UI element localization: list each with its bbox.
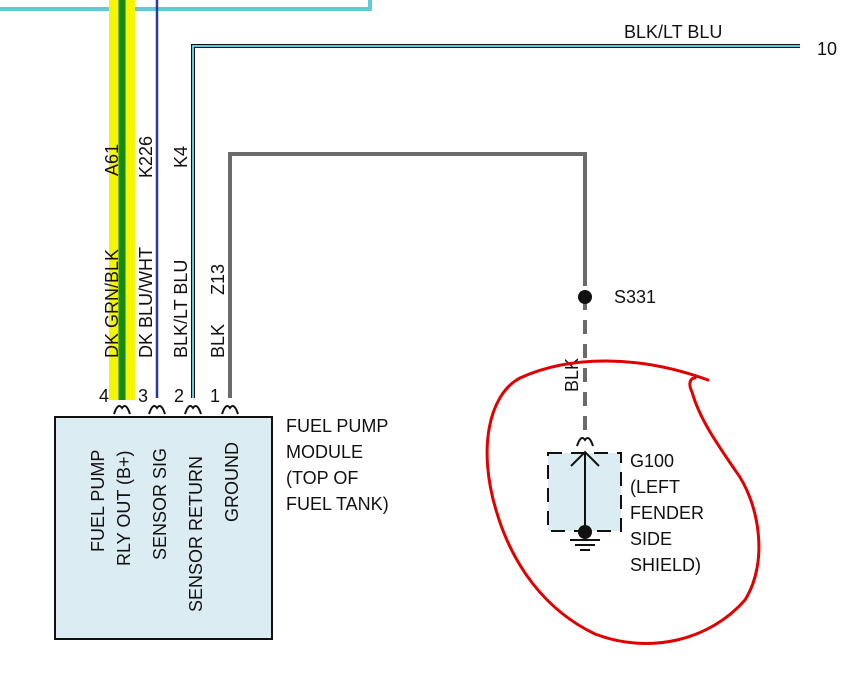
ground-label-line2: (LEFT [630, 477, 680, 497]
module-pin-1-label: GROUND [222, 442, 242, 522]
red-annotation-circle [485, 359, 761, 645]
connector-pin-1 [221, 405, 239, 415]
connector-pin-3 [148, 405, 166, 415]
pin-number-1: 1 [210, 386, 220, 406]
wire-z13-color: BLK [208, 324, 228, 358]
ground-label-line4: SIDE [630, 529, 672, 549]
wire-z13-circuit: Z13 [208, 264, 228, 295]
module-pin-4-label-line2: RLY OUT (B+) [114, 450, 134, 566]
ground-label-line3: FENDER [630, 503, 704, 523]
module-pin-3-label: SENSOR SIG [150, 448, 170, 560]
pin-number-4: 4 [99, 386, 109, 406]
module-pin-2-label: SENSOR RETURN [186, 456, 206, 612]
connector-pin-4 [113, 405, 131, 415]
wire-z13 [228, 152, 587, 398]
wire-k226-color: DK BLU/WHT [136, 247, 156, 358]
module-name-line2: MODULE [286, 442, 363, 462]
splice-label: S331 [614, 287, 656, 307]
ground-arrowhead [570, 450, 600, 467]
ground-dot [578, 525, 592, 539]
pin-number-2: 2 [174, 386, 184, 406]
module-name-line4: FUEL TANK) [286, 494, 389, 514]
pin-number-3: 3 [138, 386, 148, 406]
ground-label-line1: G100 [630, 451, 674, 471]
fuel-pump-module [54, 416, 273, 640]
splice-wire-label: BLK [562, 358, 582, 392]
module-pin-4-label-line1: FUEL PUMP [88, 450, 108, 552]
module-name-line3: (TOP OF [286, 468, 358, 488]
ground-connector [576, 437, 594, 447]
top-wire-color-label: BLK/LT BLU [624, 22, 722, 42]
module-name-line1: FUEL PUMP [286, 416, 388, 436]
wire-a61-circuit: A61 [102, 144, 122, 176]
wire-k4-color: BLK/LT BLU [171, 260, 191, 358]
wire-k4-stripe [192, 45, 800, 398]
ground-label-line5: SHIELD) [630, 555, 701, 575]
wire-k226-circuit: K226 [136, 136, 156, 178]
connector-pin-2 [184, 405, 202, 415]
wire-a61-color: DK GRN/BLK [102, 249, 122, 358]
splice-dot [578, 290, 592, 304]
wire-k4-circuit: K4 [171, 146, 191, 168]
wire-k4 [191, 44, 800, 398]
top-wire-terminal: 10 [817, 39, 837, 59]
